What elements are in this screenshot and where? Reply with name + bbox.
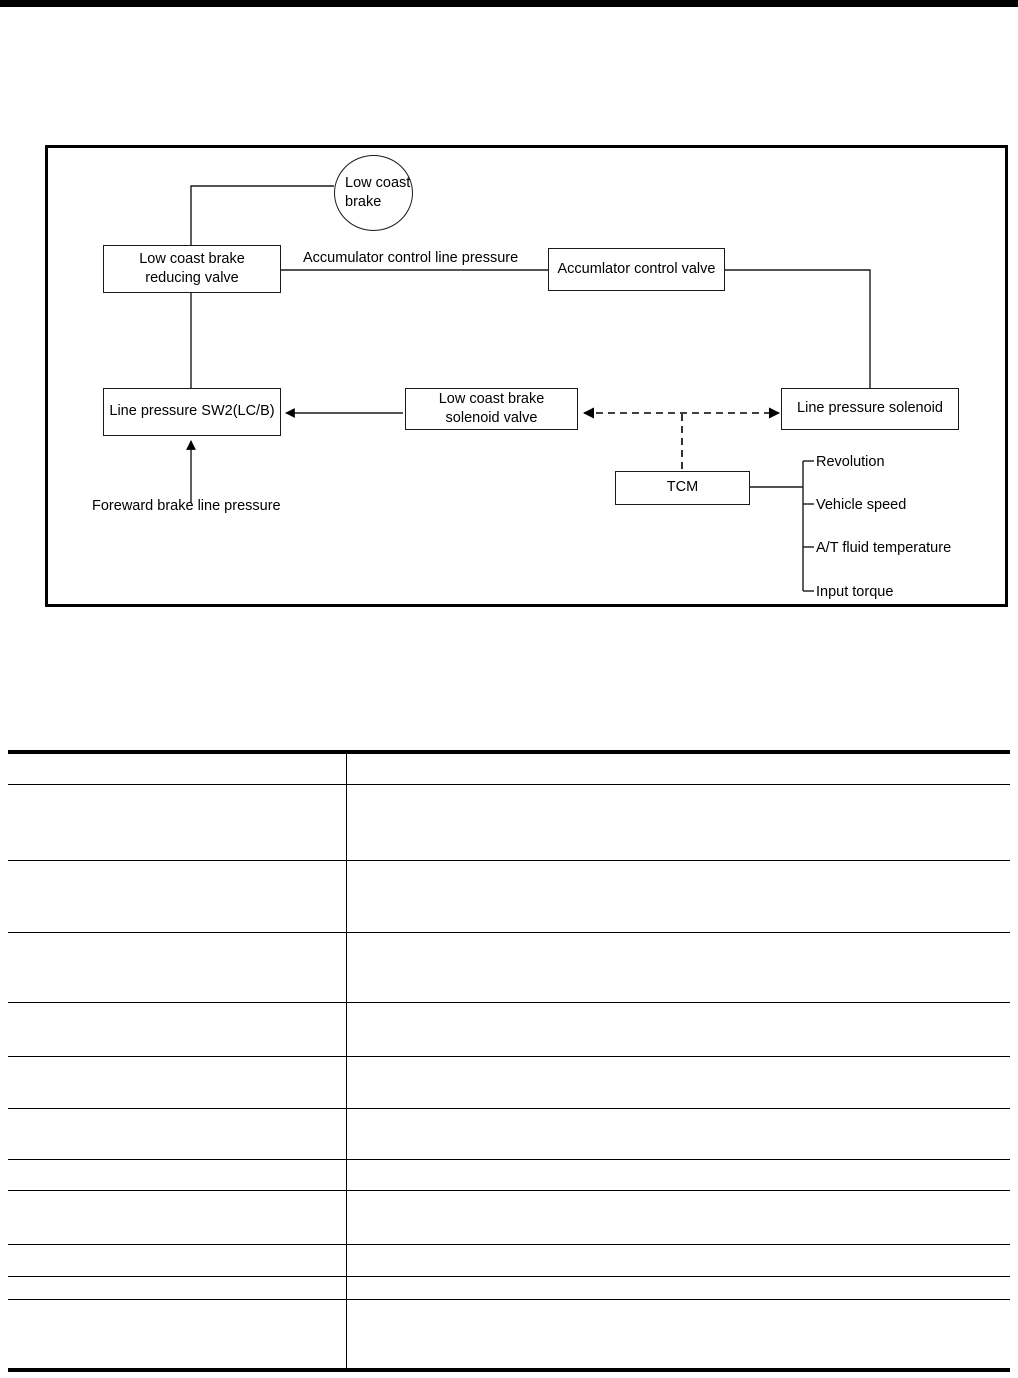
tcm-input-label-revolution: Revolution [816, 454, 885, 470]
node-low-coast-brake-reducing-valve[interactable]: Low coast brake reducing valve [103, 245, 281, 293]
tcm-input-label-at-fluid-temperature: A/T fluid temperature [816, 540, 952, 556]
table-row-separator-8 [8, 1190, 1010, 1191]
node-low-coast-brake-solenoid-valve[interactable]: Low coast brake solenoid valve [405, 388, 578, 430]
table-row-separator-4 [8, 1002, 1010, 1003]
edge-lowcoastbrake-to-reducingvalve [190, 185, 334, 245]
node-tcm[interactable]: TCM [615, 471, 750, 505]
tcm-input-label-vehicle-speed: Vehicle speed [816, 497, 907, 513]
table-row-separator-1 [8, 784, 1010, 785]
table-row-separator-3 [8, 932, 1010, 933]
node-low-coast-brake[interactable]: Low coast brake [334, 155, 413, 231]
table-row-separator-11 [8, 1299, 1010, 1300]
table-border-bottom [8, 1368, 1010, 1372]
node-line-pressure-sw2[interactable]: Line pressure SW2(LC/B) [103, 388, 281, 436]
table-row-separator-10 [8, 1276, 1010, 1277]
diagram-frame: Low coast brake Low coast brake reducing… [45, 145, 1008, 607]
edge-accumlatorvalve-to-linepressuresolenoid [725, 269, 871, 388]
table-row-separator-9 [8, 1244, 1010, 1245]
label-accumulator-control-line-pressure: Accumulator control line pressure [303, 250, 519, 266]
node-line-pressure-solenoid[interactable]: Line pressure solenoid [781, 388, 959, 430]
table-column-divider [346, 753, 347, 1369]
table-row-separator-5 [8, 1056, 1010, 1057]
table-border-top [8, 750, 1010, 754]
table-row-separator-6 [8, 1108, 1010, 1109]
label-foreward-brake-line-pressure: Foreward brake line pressure [92, 498, 281, 514]
table-row-separator-7 [8, 1159, 1010, 1160]
node-accumlator-control-valve[interactable]: Accumlator control valve [548, 248, 725, 291]
diagram-connector-layer [186, 185, 871, 592]
table-row-separator-2 [8, 860, 1010, 861]
tcm-input-label-input-torque: Input torque [816, 584, 894, 600]
page-top-rule [0, 0, 1018, 7]
spec-table [8, 750, 1010, 1372]
